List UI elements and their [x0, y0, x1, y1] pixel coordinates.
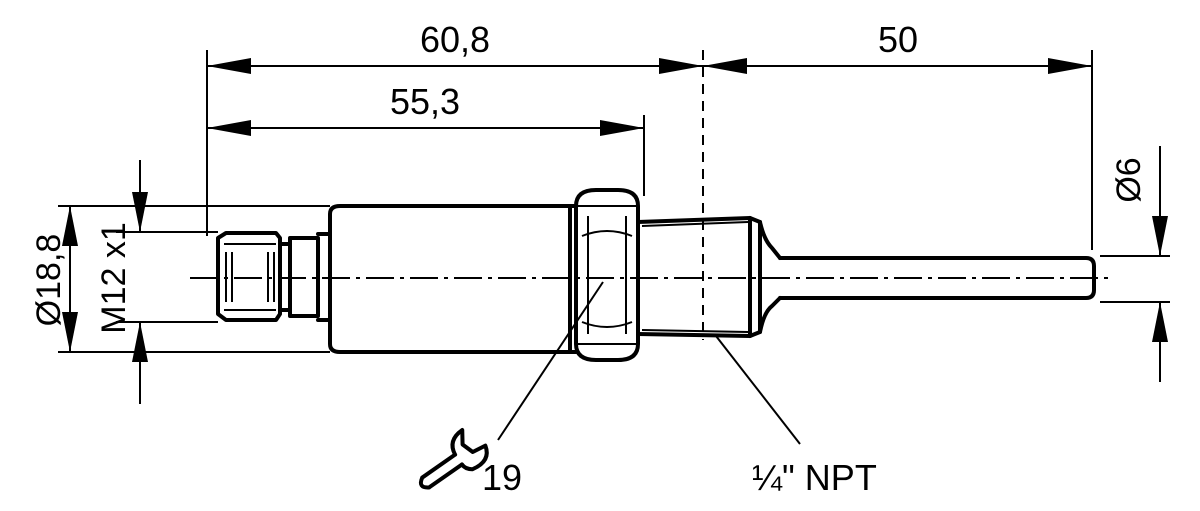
probe-diameter-label: Ø6 — [1110, 157, 1148, 202]
probe-length-label: 50 — [878, 19, 918, 60]
dimension-probe-diameter: Ø6 — [1110, 146, 1168, 382]
npt-thread — [636, 216, 752, 338]
dimension-connector-thread: M12 x1 — [95, 160, 148, 404]
dimension-body-diameter: Ø18,8 — [30, 206, 78, 352]
process-thread-callout: ¼" NPT — [715, 335, 877, 498]
body-length-label: 55,3 — [390, 81, 460, 122]
hex-nut — [568, 188, 640, 362]
process-thread-label: ¼" NPT — [752, 457, 877, 498]
wrench-size-callout: 19 — [418, 281, 604, 498]
overall-length-label: 60,8 — [420, 19, 490, 60]
dimension-overall-length: 60,8 — [207, 19, 703, 74]
probe-transition — [748, 216, 782, 338]
connector-thread-label: M12 x1 — [95, 222, 133, 334]
dimension-body-length: 55,3 — [207, 81, 644, 136]
sensor-outline — [190, 50, 1108, 362]
extension-lines — [58, 50, 1170, 353]
wrench-size-label: 19 — [482, 457, 522, 498]
m12-connector — [216, 231, 282, 322]
dimension-probe-length: 50 — [703, 19, 1092, 74]
body-diameter-label: Ø18,8 — [30, 234, 68, 327]
wrench-icon — [418, 428, 489, 490]
